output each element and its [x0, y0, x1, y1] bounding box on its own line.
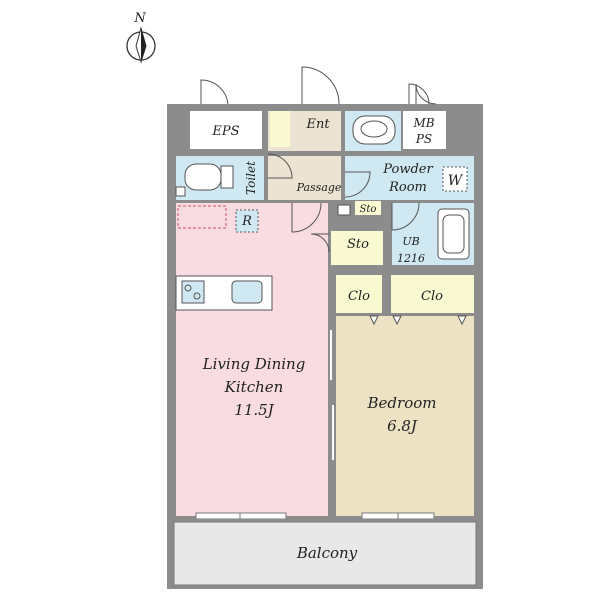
stove-burner-icon — [193, 292, 201, 300]
closet-door-mark — [392, 315, 402, 326]
label-ldk-line2: Kitchen — [224, 378, 284, 396]
wash-basin — [352, 115, 396, 145]
label-balcony: Balcony — [296, 544, 358, 562]
label-clo-right: Clo — [421, 289, 443, 304]
compass-needle — [141, 28, 146, 62]
label-eps: EPS — [211, 124, 239, 139]
ldk-area — [176, 203, 328, 516]
window — [239, 512, 287, 520]
bedroom-area — [336, 316, 474, 516]
bath-box — [337, 204, 351, 216]
label-clo-left: Clo — [348, 289, 370, 304]
toilet-fixture — [184, 163, 222, 191]
label-bedroom-size: 6.8J — [387, 417, 418, 435]
fixtures — [175, 115, 470, 311]
balcony-area — [173, 521, 477, 586]
label-washer: W — [448, 173, 464, 189]
storage-room — [331, 231, 383, 265]
mb-ps-box — [403, 111, 446, 149]
sliding-partition — [330, 330, 334, 460]
toilet-tank — [220, 165, 234, 189]
label-ps: PS — [415, 132, 432, 146]
stove-icon — [181, 280, 205, 304]
shoe-box — [270, 111, 290, 147]
window — [195, 512, 241, 520]
north-label: N — [133, 11, 146, 26]
closet-left — [336, 275, 382, 313]
label-bedroom: Bedroom — [367, 394, 437, 412]
bath-door — [391, 202, 420, 231]
label-ldk-size: 11.5J — [234, 401, 274, 419]
bathtub — [437, 208, 470, 260]
entrance-door — [301, 66, 340, 105]
interior-doors — [267, 153, 420, 253]
label-powder-line2: Room — [388, 180, 427, 195]
label-ent: Ent — [305, 117, 330, 132]
label-sto: Sto — [347, 237, 369, 252]
powder-door — [344, 171, 371, 198]
window — [397, 512, 435, 520]
eps-door — [200, 79, 229, 105]
kitchen-sink-icon — [231, 280, 263, 304]
mb-door — [408, 83, 430, 105]
refrigerator-space — [235, 209, 259, 233]
window — [361, 512, 399, 520]
sto-door — [310, 233, 330, 253]
entry-doors — [200, 66, 437, 105]
closet-door-mark — [457, 315, 467, 326]
toilet-sink — [175, 186, 186, 197]
label-ub: UB — [402, 235, 419, 248]
label-powder-line1: Powder — [382, 162, 433, 177]
label-passage: Passage — [296, 181, 342, 194]
ps-door — [415, 83, 437, 105]
stove-burner-icon — [184, 284, 192, 292]
washer-pan — [442, 166, 468, 192]
label-refrigerator: R — [241, 214, 252, 229]
closet-right — [391, 275, 474, 313]
bathtub-inner — [442, 214, 465, 254]
label-toilet: Toilet — [244, 161, 258, 195]
ldk-door — [291, 202, 322, 233]
basin-bowl — [360, 120, 388, 138]
eps-box — [190, 111, 262, 149]
label-mb: MB — [412, 116, 434, 130]
north-compass: N — [126, 11, 156, 64]
small-storage — [355, 201, 381, 215]
closet-door-marks — [369, 315, 467, 326]
label-ub-size: 1216 — [397, 252, 425, 265]
closet-door-mark — [369, 315, 379, 326]
label-sto-small: Sto — [360, 204, 377, 215]
toilet-door — [267, 153, 293, 179]
label-ldk-line1: Living Dining — [202, 355, 306, 373]
